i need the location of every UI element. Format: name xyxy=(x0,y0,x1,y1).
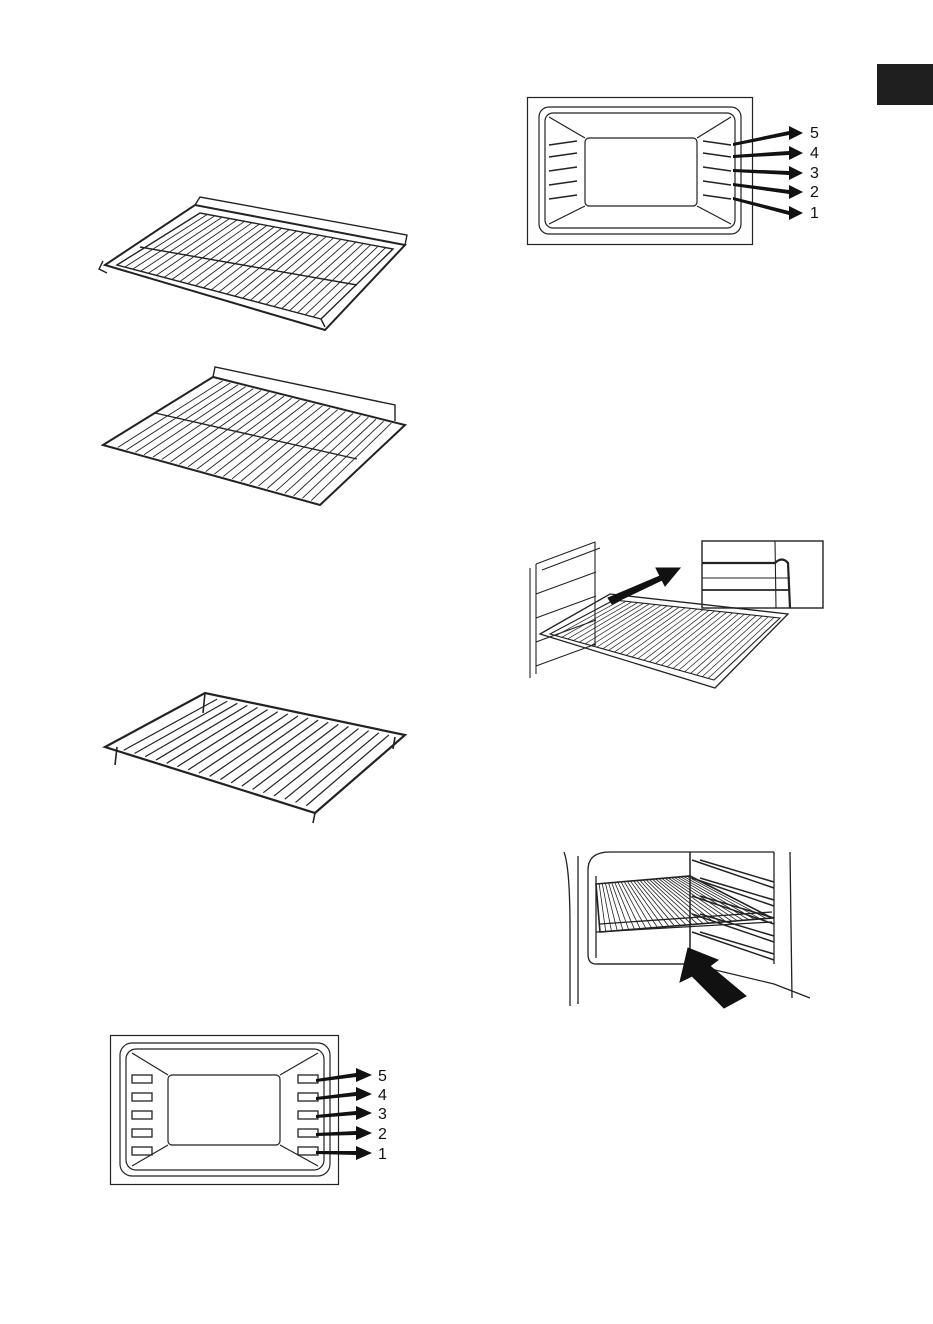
shelf-runner xyxy=(703,181,731,185)
rack-wire xyxy=(306,735,389,806)
rack-wire xyxy=(637,881,675,926)
rack-wire xyxy=(297,245,370,313)
shelf-runner xyxy=(703,195,731,199)
shelf-runner xyxy=(132,1147,152,1155)
rack-wire xyxy=(203,228,281,288)
rack-wire xyxy=(274,241,349,307)
rack-wire xyxy=(708,617,774,678)
level-label-3: 3 xyxy=(810,165,819,182)
rack-wire xyxy=(164,221,244,277)
shelf-insertion-detail-figure xyxy=(520,538,830,688)
level-arrow xyxy=(733,146,803,160)
shelf-runner xyxy=(298,1147,318,1155)
shelf-runner xyxy=(549,153,577,157)
rack-wire xyxy=(210,716,298,776)
level-label-2: 2 xyxy=(810,184,819,201)
rack-wire xyxy=(227,232,304,294)
rack-wire xyxy=(220,718,308,780)
level-label-5: 5 xyxy=(378,1068,387,1085)
shelf-runner xyxy=(298,1075,318,1083)
insert-direction-arrow xyxy=(608,568,680,604)
level-label-4: 4 xyxy=(378,1087,387,1104)
shelf-runner xyxy=(132,1093,152,1101)
rack-wire xyxy=(282,242,356,309)
rack-wire xyxy=(691,615,757,673)
oven-levels-bottom-figure: 5 4 3 2 1 xyxy=(110,1035,410,1187)
page-tab-marker xyxy=(877,64,933,105)
oven-levels-top-figure: 5 4 3 2 1 xyxy=(527,97,827,247)
shelf-runner xyxy=(132,1129,152,1137)
rack-wire xyxy=(180,224,260,282)
shelf-runner xyxy=(692,878,774,906)
shelf-runner xyxy=(298,1093,318,1101)
rack-wire xyxy=(263,726,348,792)
flat-wire-shelf-figure xyxy=(95,365,415,510)
level-label-1: 1 xyxy=(810,205,819,222)
level-label-4: 4 xyxy=(810,145,819,162)
level-arrow xyxy=(733,197,803,220)
shelf-runner xyxy=(549,167,577,171)
rack-wire xyxy=(305,246,378,315)
rack-wire xyxy=(125,214,208,267)
level-label-5: 5 xyxy=(810,125,819,142)
grill-rack-figure xyxy=(95,685,415,830)
rack-wire xyxy=(313,248,385,317)
rack-wire xyxy=(267,414,353,489)
rack-wire xyxy=(266,239,341,304)
rack-wire xyxy=(231,720,318,783)
shelf-runner xyxy=(700,932,774,954)
shelf-runner xyxy=(298,1111,318,1119)
rack-wire xyxy=(242,722,328,786)
rack-wire xyxy=(195,227,274,286)
rack-wire xyxy=(211,230,289,290)
shelf-runner xyxy=(298,1129,318,1137)
shelf-runner xyxy=(549,195,577,199)
rack-wire xyxy=(562,601,626,637)
shelf-runner xyxy=(132,1075,152,1083)
shelf-runner xyxy=(703,141,731,145)
level-arrow xyxy=(733,183,803,199)
level-arrow xyxy=(733,126,803,146)
rack-wire xyxy=(302,421,383,498)
rack-wire xyxy=(311,423,391,500)
rack-wire xyxy=(253,724,339,789)
rack-wire xyxy=(219,231,297,292)
shelf-runner xyxy=(549,181,577,185)
level-label-3: 3 xyxy=(378,1106,387,1123)
level-arrow xyxy=(733,166,803,180)
shelf-runner xyxy=(549,141,577,145)
wire-shelf-figure xyxy=(95,195,415,335)
rack-wire xyxy=(199,714,288,773)
rack-wire xyxy=(133,216,215,269)
shelf-runner xyxy=(700,860,774,882)
rack-wire xyxy=(294,419,376,496)
push-direction-arrow xyxy=(680,948,746,1008)
shelf-runner xyxy=(703,153,731,157)
rack-wire xyxy=(188,225,267,283)
level-label-2: 2 xyxy=(378,1126,387,1143)
rack-wire xyxy=(156,220,237,275)
level-label-1: 1 xyxy=(378,1146,387,1163)
rack-wire xyxy=(172,223,252,280)
rack-wire xyxy=(634,881,669,927)
rack-wire xyxy=(285,417,369,493)
shelf-runner xyxy=(703,167,731,171)
oven-cavity-insertion-figure xyxy=(560,848,830,1008)
shelf-runner xyxy=(132,1111,152,1119)
